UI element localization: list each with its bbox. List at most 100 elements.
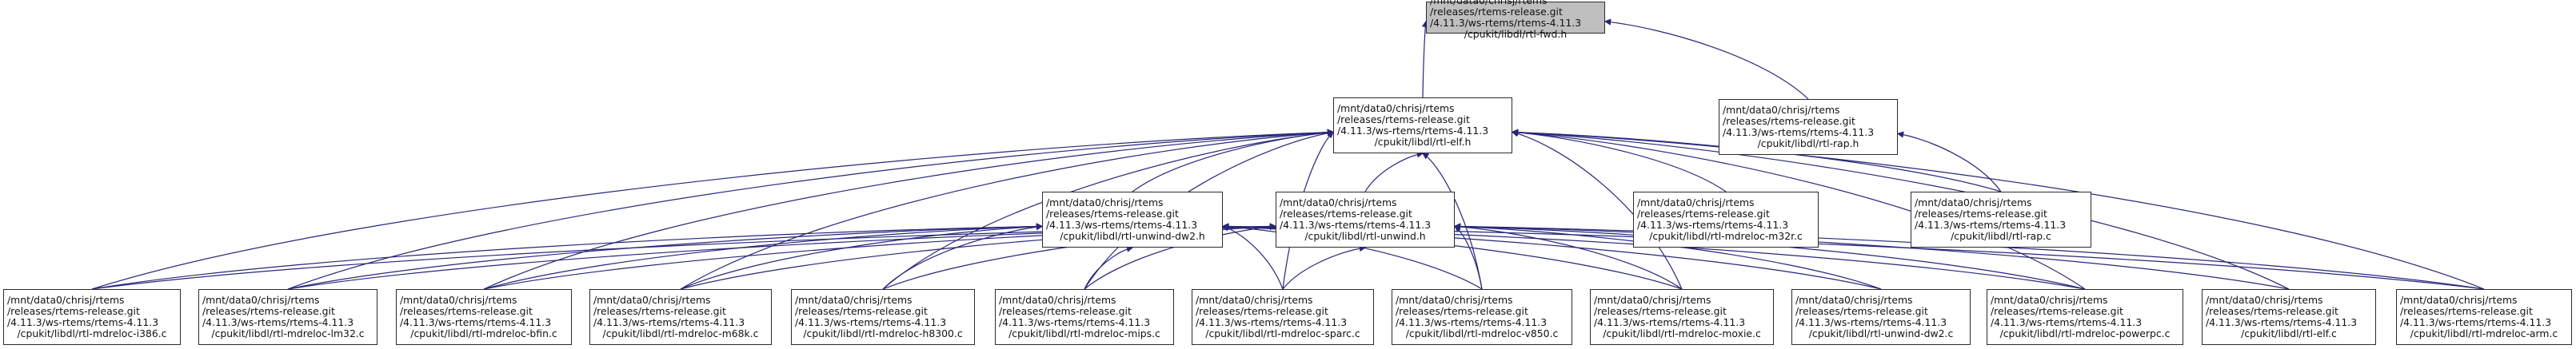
node-text-line-1: /mnt/data0/chrisj/rtems (593, 293, 711, 306)
node-text-line-1: /mnt/data0/chrisj/rtems (795, 293, 913, 306)
graph-node-rtl-mdreloc-lm32-c[interactable]: /mnt/data0/chrisj/rtems/releases/rtems-r… (198, 289, 377, 345)
node-text-line-3: /4.11.3/ws-rtems/rtems-4.11.3 (1337, 125, 1489, 137)
node-text-line-2: /releases/rtems-release.git (999, 304, 1132, 317)
node-text-line-4: /cpukit/libdl/rtl-mdreloc-moxie.c (1603, 327, 1761, 340)
node-text-line-2: /releases/rtems-release.git (1637, 207, 1770, 220)
node-text-line-4: /cpukit/libdl/rtl-unwind.h (1304, 230, 1426, 243)
edge-rtl-mdreloc-i386.c-to-rtl-unwind-dw2.h (91, 223, 1044, 290)
node-text-line-4: /cpukit/libdl/rtl-unwind-dw2.h (1060, 230, 1205, 243)
edge-rtl-mdreloc-m68k.c-to-rtl-unwind-dw2.h (680, 223, 1044, 290)
node-text-line-1: /mnt/data0/chrisj/rtems (1795, 293, 1913, 306)
edge-rtl-elf.c-to-rtl-elf.h (1511, 129, 2290, 290)
node-text-line-1: /mnt/data0/chrisj/rtems (1280, 196, 1397, 208)
node-text-line-1: /mnt/data0/chrisj/rtems (1046, 196, 1164, 208)
graph-node-rtl-mdreloc-h8300-c[interactable]: /mnt/data0/chrisj/rtems/releases/rtems-r… (791, 289, 975, 345)
node-text-line-4: /cpukit/libdl/rtl-elf.h (1374, 136, 1472, 149)
node-text-line-3: /4.11.3/ws-rtems/rtems-4.11.3 (1430, 17, 1582, 29)
graph-node-rtl-mdreloc-moxie-c[interactable]: /mnt/data0/chrisj/rtems/releases/rtems-r… (1590, 289, 1774, 345)
node-text-line-1: /mnt/data0/chrisj/rtems (1196, 293, 1313, 306)
node-text-line-3: /4.11.3/ws-rtems/rtems-4.11.3 (1046, 219, 1198, 231)
node-text-line-4: /cpukit/libdl/rtl-rap.h (1757, 137, 1859, 150)
edge-rtl-mdreloc-h8300.c-to-rtl-unwind-dw2.h (882, 224, 1044, 290)
node-text-line-4: /cpukit/libdl/rtl-elf.c (2241, 327, 2337, 340)
graph-node-rtl-mdreloc-i386-c[interactable]: /mnt/data0/chrisj/rtems/releases/rtems-r… (3, 289, 181, 345)
node-text-line-2: /releases/rtems-release.git (7, 304, 140, 317)
node-text-line-2: /releases/rtems-release.git (2400, 304, 2533, 317)
node-text-line-4: /cpukit/libdl/rtl-mdreloc-m32r.c (1649, 230, 1803, 243)
node-text-line-1: /mnt/data0/chrisj/rtems (2206, 293, 2323, 306)
edge-rtl-mdreloc-sparc.c-to-rtl-unwind.h (1282, 244, 1367, 290)
node-text-line-1: /mnt/data0/chrisj/rtems (7, 293, 125, 306)
node-text-line-4: /cpukit/libdl/rtl-mdreloc-mips.c (1008, 327, 1160, 340)
node-text-line-2: /releases/rtems-release.git (1430, 5, 1563, 18)
node-text-line-2: /releases/rtems-release.git (1915, 207, 2047, 220)
node-text-line-1: /mnt/data0/chrisj/rtems (1991, 293, 2108, 306)
node-text-line-1: /mnt/data0/chrisj/rtems (2400, 293, 2518, 306)
node-text-line-3: /4.11.3/ws-rtems/rtems-4.11.3 (2400, 316, 2552, 328)
graph-node-rtl-mdreloc-powerpc-c[interactable]: /mnt/data0/chrisj/rtems/releases/rtems-r… (1987, 289, 2183, 345)
edge-rtl-mdreloc-v850.c-to-rtl-unwind.h (1453, 225, 1483, 290)
edge-rtl-mdreloc-bfin.c-to-rtl-unwind-dw2.h (483, 223, 1044, 290)
node-text-line-1: /mnt/data0/chrisj/rtems (1637, 196, 1755, 208)
node-text-line-4: /cpukit/libdl/rtl-mdreloc-v850.c (1405, 327, 1559, 340)
node-text-line-2: /releases/rtems-release.git (1337, 113, 1470, 125)
node-text-line-2: /releases/rtems-release.git (1795, 304, 1928, 317)
graph-node-rtl-mdreloc-sparc-c[interactable]: /mnt/data0/chrisj/rtems/releases/rtems-r… (1192, 289, 1374, 345)
graph-node-rtl-elf-c[interactable]: /mnt/data0/chrisj/rtems/releases/rtems-r… (2202, 289, 2376, 345)
edge-rtl-mdreloc-m68k.c-to-rtl-elf.h (680, 129, 1335, 290)
node-text-line-4: /cpukit/libdl/rtl-mdreloc-m68k.c (602, 327, 759, 340)
edge-rtl-mdreloc-m32r.c-to-rtl-elf.h (1511, 129, 1727, 192)
edge-rtl-mdreloc-lm32.c-to-rtl-unwind-dw2.h (287, 223, 1044, 290)
graph-node-rtl-elf-h[interactable]: /mnt/data0/chrisj/rtems/releases/rtems-r… (1333, 97, 1512, 153)
node-text-line-1: /mnt/data0/chrisj/rtems (1723, 103, 1840, 116)
graph-node-rtl-mdreloc-arm-c[interactable]: /mnt/data0/chrisj/rtems/releases/rtems-r… (2396, 289, 2572, 345)
graph-node-rtl-mdreloc-m68k-c[interactable]: /mnt/data0/chrisj/rtems/releases/rtems-r… (589, 289, 772, 345)
graph-node-rtl-unwind-h[interactable]: /mnt/data0/chrisj/rtems/releases/rtems-r… (1276, 192, 1455, 248)
graph-node-rtl-mdreloc-bfin-c[interactable]: /mnt/data0/chrisj/rtems/releases/rtems-r… (396, 289, 572, 345)
node-text-line-3: /4.11.3/ws-rtems/rtems-4.11.3 (1594, 316, 1746, 328)
node-text-line-1: /mnt/data0/chrisj/rtems (1430, 0, 1548, 6)
node-text-line-2: /releases/rtems-release.git (593, 304, 726, 317)
node-text-line-1: /mnt/data0/chrisj/rtems (999, 293, 1116, 306)
node-text-line-3: /4.11.3/ws-rtems/rtems-4.11.3 (1723, 126, 1875, 138)
graph-node-rtl-rap-h[interactable]: /mnt/data0/chrisj/rtems/releases/rtems-r… (1719, 99, 1898, 155)
node-text-line-3: /4.11.3/ws-rtems/rtems-4.11.3 (1637, 219, 1789, 231)
edge-rtl-rap.c-to-rtl-rap.h (1896, 131, 2002, 192)
node-text-line-1: /mnt/data0/chrisj/rtems (400, 293, 517, 306)
node-text-line-4: /cpukit/libdl/rtl-mdreloc-powerpc.c (1999, 327, 2171, 340)
node-text-line-4: /cpukit/libdl/rtl-rap.c (1951, 230, 2051, 243)
node-text-line-3: /4.11.3/ws-rtems/rtems-4.11.3 (202, 316, 354, 328)
graph-node-rtl-rap-c[interactable]: /mnt/data0/chrisj/rtems/releases/rtems-r… (1911, 192, 2091, 248)
node-text-line-3: /4.11.3/ws-rtems/rtems-4.11.3 (999, 316, 1151, 328)
graph-node-rtl-fwd-h[interactable]: /mnt/data0/chrisj/rtems/releases/rtems-r… (1426, 0, 1605, 40)
edge-rtl-rap.h-to-rtl-fwd.h (1604, 18, 1809, 100)
graph-node-rtl-unwind-dw2-h[interactable]: /mnt/data0/chrisj/rtems/releases/rtems-r… (1042, 192, 1223, 248)
node-text-line-2: /releases/rtems-release.git (1280, 207, 1412, 220)
node-text-line-2: /releases/rtems-release.git (1046, 207, 1179, 220)
edge-rtl-elf.c-to-rtl-unwind.h (1453, 223, 2290, 290)
node-text-line-4: /cpukit/libdl/rtl-unwind-dw2.c (1808, 327, 1954, 340)
graph-node-rtl-mdreloc-m32r-c[interactable]: /mnt/data0/chrisj/rtems/releases/rtems-r… (1633, 192, 1819, 248)
node-text-line-3: /4.11.3/ws-rtems/rtems-4.11.3 (795, 316, 947, 328)
node-text-line-3: /4.11.3/ws-rtems/rtems-4.11.3 (1915, 219, 2067, 231)
edge-rtl-mdreloc-sparc.c-to-rtl-unwind-dw2.h (1221, 224, 1284, 290)
node-text-line-4: /cpukit/libdl/rtl-mdreloc-i386.c (17, 327, 167, 340)
graph-node-rtl-mdreloc-v850-c[interactable]: /mnt/data0/chrisj/rtems/releases/rtems-r… (1392, 289, 1572, 345)
node-text-line-3: /4.11.3/ws-rtems/rtems-4.11.3 (1991, 316, 2143, 328)
node-text-line-2: /releases/rtems-release.git (1196, 304, 1328, 317)
node-text-line-3: /4.11.3/ws-rtems/rtems-4.11.3 (593, 316, 745, 328)
node-text-line-3: /4.11.3/ws-rtems/rtems-4.11.3 (400, 316, 552, 328)
node-text-line-3: /4.11.3/ws-rtems/rtems-4.11.3 (1795, 316, 1947, 328)
node-text-line-1: /mnt/data0/chrisj/rtems (1396, 293, 1513, 306)
node-text-line-4: /cpukit/libdl/rtl-mdreloc-sparc.c (1205, 327, 1360, 340)
graph-node-rtl-mdreloc-mips-c[interactable]: /mnt/data0/chrisj/rtems/releases/rtems-r… (995, 289, 1174, 345)
edge-rtl-unwind.h-to-rtl-elf.h (1364, 151, 1424, 192)
node-text-line-2: /releases/rtems-release.git (202, 304, 335, 317)
node-text-line-3: /4.11.3/ws-rtems/rtems-4.11.3 (1196, 316, 1348, 328)
node-text-line-2: /releases/rtems-release.git (795, 304, 928, 317)
node-text-line-4: /cpukit/libdl/rtl-mdreloc-lm32.c (211, 327, 365, 340)
graph-node-rtl-unwind-dw2-c[interactable]: /mnt/data0/chrisj/rtems/releases/rtems-r… (1791, 289, 1971, 345)
node-text-line-1: /mnt/data0/chrisj/rtems (1594, 293, 1711, 306)
edge-rtl-mdreloc-mips.c-to-rtl-unwind-dw2.h (1084, 245, 1134, 290)
